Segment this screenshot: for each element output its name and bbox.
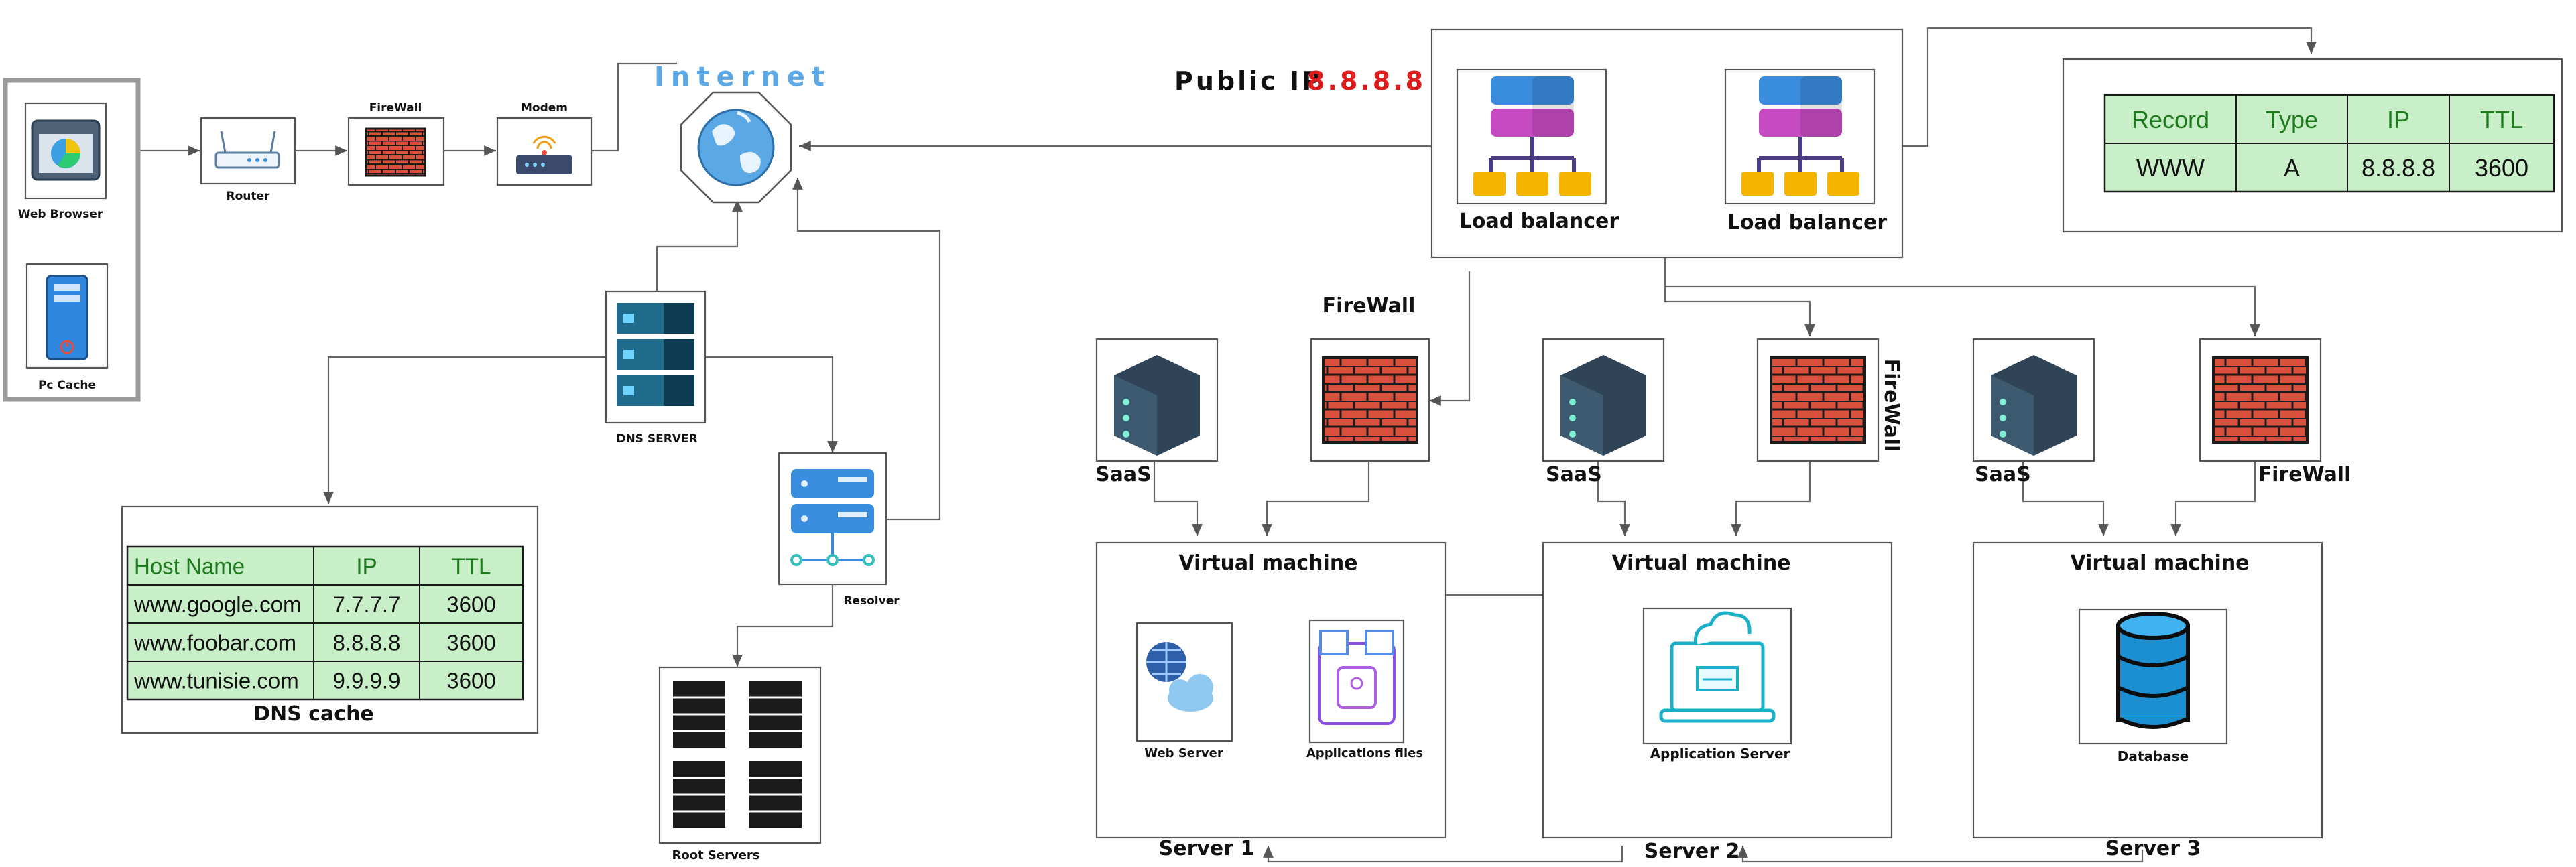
web-server-node[interactable]: Web Server (1136, 622, 1233, 760)
web-browser-node[interactable]: Web Browser (18, 102, 107, 221)
table-cell: www.google.com (133, 592, 301, 616)
internet-label: Internet (654, 62, 831, 92)
table-header-cell: TTL (452, 553, 491, 578)
firewall-small-label: FireWall (369, 101, 422, 115)
firewall-icon (1770, 356, 1866, 444)
table-header-cell: IP (356, 553, 377, 578)
modem-label: Modem (521, 101, 568, 115)
router-icon (214, 131, 280, 169)
globe-icon (697, 109, 775, 186)
table-cell: www.foobar.com (133, 630, 296, 655)
pc-cache-label: Pc Cache (38, 379, 96, 392)
firewall-1-label: FireWall (1323, 294, 1416, 318)
root-servers-icon (673, 681, 802, 828)
load-balancer-1-label: Load balancer (1459, 210, 1619, 233)
application-server-label: Application Server (1650, 746, 1790, 762)
saas-3-label: SaaS (1975, 463, 2031, 486)
load-balancer-2-node[interactable]: Load balancer (1724, 68, 1888, 235)
pc-cache-node[interactable]: Pc Cache (25, 263, 109, 392)
root-servers-node[interactable]: Root Servers (658, 666, 822, 862)
firewall-2-label: FireWall (1880, 359, 1903, 452)
internet-node[interactable]: Internet (654, 62, 831, 204)
public-ip-prefix: Public IP (1174, 66, 1323, 96)
table-cell: WWW (2136, 154, 2205, 182)
server-1-label: Server 1 (1159, 837, 1255, 860)
pc-tower-icon (46, 275, 88, 360)
saas-server-icon (1560, 355, 1646, 456)
dns-cache-panel: Host Name IP TTL www.google.com 7.7.7.7 3600 w… (121, 505, 539, 734)
resolver-label: Resolver (843, 594, 900, 608)
table-cell: 9.9.9.9 (333, 668, 401, 693)
saas-2-node[interactable]: SaaS (1542, 338, 1665, 486)
saas-3-node[interactable]: SaaS (1972, 338, 2095, 486)
web-server-icon (1146, 642, 1213, 712)
table-cell: 3600 (446, 630, 495, 655)
applications-files-node[interactable]: Applications files (1306, 619, 1423, 760)
firewall-icon (2212, 356, 2309, 444)
table-header-cell: TTL (2480, 106, 2523, 133)
modem-icon (516, 135, 572, 174)
resolver-icon (790, 469, 875, 566)
applications-files-label: Applications files (1306, 746, 1423, 760)
table-cell: 8.8.8.8 (2362, 154, 2435, 182)
firewall-icon (365, 127, 426, 177)
application-server-node[interactable]: Application Server (1642, 607, 1792, 762)
firewall-2-node[interactable]: FireWall (1756, 338, 1903, 462)
saas-1-node[interactable]: SaaS (1095, 338, 1219, 486)
firewall-3-label: FireWall (2258, 463, 2351, 486)
public-ip-value: 8.8.8.8 (1307, 66, 1426, 96)
table-header-cell: IP (2387, 106, 2410, 133)
load-balancer-1-node[interactable]: Load balancer (1456, 68, 1619, 233)
load-balancer-icon (1473, 76, 1591, 196)
dns-record-table: Record Type IP TTL WWW A 8.8.8.8 3600 (2103, 94, 2555, 193)
saas-server-icon (1114, 355, 1200, 456)
router-label: Router (227, 190, 271, 203)
load-balancer-icon (1741, 76, 1859, 196)
browser-icon (31, 119, 101, 181)
load-balancer-2-label: Load balancer (1727, 211, 1888, 235)
applications-files-icon (1318, 630, 1396, 725)
database-label: Database (2118, 748, 2189, 764)
table-header-cell: Record (2132, 106, 2209, 133)
table-cell: 3600 (446, 592, 495, 616)
vm-1-label: Virtual machine (1178, 551, 1357, 575)
table-cell: 3600 (2475, 154, 2528, 182)
saas-1-label: SaaS (1095, 463, 1152, 486)
root-servers-label: Root Servers (672, 848, 759, 862)
table-header-cell: Host Name (134, 553, 245, 578)
database-node[interactable]: Database (2078, 608, 2228, 764)
web-server-label: Web Server (1144, 746, 1223, 760)
table-cell: 7.7.7.7 (333, 592, 401, 616)
firewall-1-node[interactable]: FireWall (1310, 294, 1430, 462)
resolver-node[interactable]: Resolver (778, 452, 900, 608)
firewall-3-node[interactable]: FireWall (2199, 338, 2351, 486)
saas-server-icon (1991, 355, 2077, 456)
server-3-label: Server 3 (2105, 837, 2201, 860)
saas-2-label: SaaS (1546, 463, 1602, 486)
dns-cache-table: Host Name IP TTL www.google.com 7.7.7.7 3600 w… (126, 545, 524, 701)
firewall-small-node[interactable]: FireWall (347, 101, 445, 186)
dns-cache-label: DNS cache (253, 702, 374, 726)
table-cell: 3600 (446, 668, 495, 693)
vm-3-label: Virtual machine (2070, 551, 2249, 575)
dns-server-label: DNS SERVER (616, 432, 697, 446)
table-cell: 8.8.8.8 (333, 630, 401, 655)
server-rack-icon (617, 303, 694, 406)
database-icon (2116, 612, 2190, 729)
vm-2-label: Virtual machine (1611, 551, 1790, 575)
table-header-cell: Type (2266, 106, 2318, 133)
table-cell: A (2284, 154, 2300, 182)
server-2-label: Server 2 (1644, 840, 1740, 863)
modem-node[interactable]: Modem (496, 101, 593, 186)
application-server-icon (1659, 611, 1776, 723)
firewall-icon (1322, 356, 1418, 444)
dns-server-node[interactable]: DNS SERVER (605, 290, 707, 446)
dns-record-panel: Record Type IP TTL WWW A 8.8.8.8 3600 (2062, 58, 2563, 233)
table-cell: www.tunisie.com (133, 668, 299, 693)
web-browser-label: Web Browser (18, 208, 103, 221)
router-node[interactable]: Router (200, 117, 296, 203)
